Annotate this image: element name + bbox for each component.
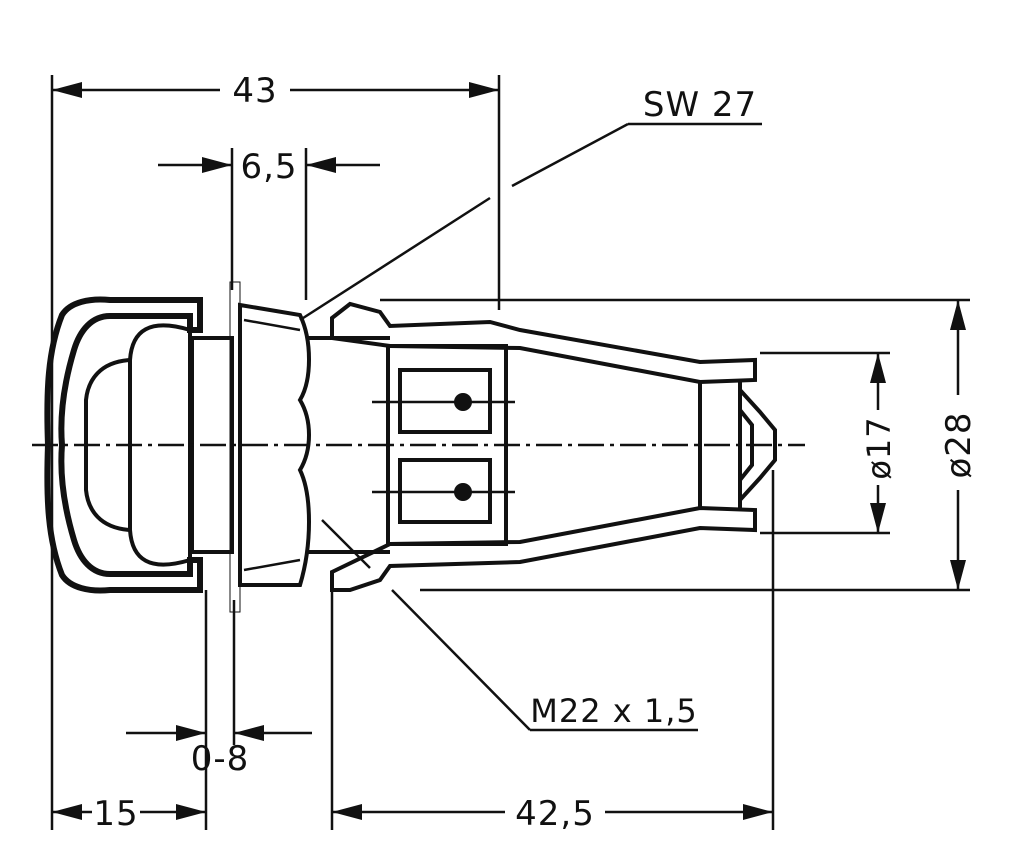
- dim-front-length: 15: [52, 794, 206, 834]
- dim-overall-length: 43: [52, 71, 499, 111]
- dim-diameter-small: ø17: [860, 353, 898, 533]
- dim-diameter-large: ø28: [939, 300, 979, 590]
- dim-flange-width: 6,5: [158, 147, 380, 187]
- dim-thread: M22 x 1,5: [321, 519, 698, 732]
- label-overall-length: 43: [232, 71, 277, 111]
- label-panel-thickness: 0-8: [191, 739, 250, 779]
- hex-nut: [238, 302, 311, 587]
- sleeve-bottom: [330, 505, 757, 592]
- label-flange-width: 6,5: [240, 147, 297, 187]
- part-body: [44, 281, 777, 613]
- front-cap: [44, 296, 203, 594]
- label-wrench-size: SW 27: [643, 85, 757, 125]
- label-thread: M22 x 1,5: [530, 692, 698, 730]
- contact-pin-upper: [454, 393, 472, 411]
- contact-pin-lower: [454, 483, 472, 501]
- label-rear-length: 42,5: [515, 794, 595, 834]
- dim-wrench-size: SW 27: [299, 85, 762, 322]
- extension-lines: [50, 75, 970, 830]
- dim-panel-thickness: 0-8: [126, 725, 312, 779]
- sleeve-top: [330, 301, 757, 385]
- label-diameter-small: ø17: [860, 416, 898, 479]
- label-diameter-large: ø28: [939, 411, 979, 478]
- dim-rear-length: 42,5: [332, 794, 773, 834]
- label-front-length: 15: [93, 794, 138, 834]
